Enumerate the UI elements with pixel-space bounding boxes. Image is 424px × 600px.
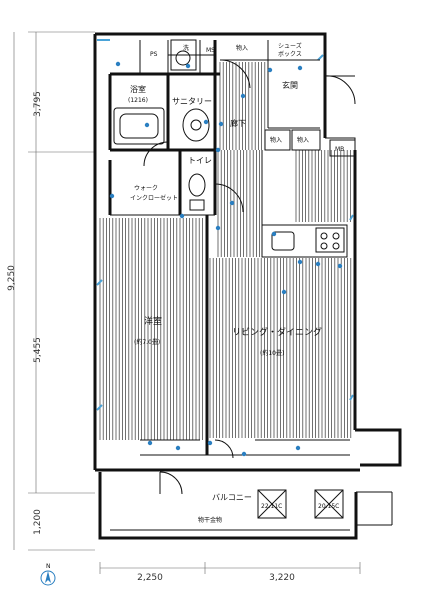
windows: [96, 39, 354, 411]
washing-machine: [170, 39, 197, 71]
fixture-dot: [203, 119, 209, 125]
room-living-size: (約10畳): [260, 349, 284, 357]
bottom-dimensions: 2,250 3,220: [99, 562, 361, 583]
room-balcony: バルコニー: [212, 493, 252, 502]
room-storage-hall-1: 物入: [270, 136, 282, 144]
room-shoes-box-1: シューズ: [278, 42, 302, 50]
outer-walls: MB: [93, 32, 402, 472]
fixture-dot: [115, 61, 121, 67]
compass-n: N: [46, 563, 51, 570]
dim-5455: 5,455: [33, 337, 43, 363]
bedroom-floor: [99, 218, 203, 440]
doors: [143, 59, 356, 495]
fixture-dot: [218, 121, 224, 127]
balcony: [98, 472, 393, 540]
fixture-dot: [175, 445, 181, 451]
kitchen-sink: [271, 227, 345, 253]
room-ms: MS: [206, 47, 215, 54]
room-shoes-box-2: ボックス: [278, 50, 302, 58]
entrance-floor: [295, 150, 351, 222]
fixture-dot: [147, 440, 153, 446]
room-bath-size: (1216): [128, 97, 148, 104]
room-entrance: 玄関: [282, 80, 298, 90]
room-living: リビング・ダイニング: [232, 326, 322, 338]
dim-2250: 2,250: [137, 573, 163, 583]
room-outdoor-unit: 物干金物: [198, 516, 222, 524]
fixture-dot: [267, 67, 273, 73]
room-walk-in-2: インクローゼット: [130, 194, 178, 202]
fixture-dot: [297, 259, 303, 265]
fixture-dot: [281, 289, 287, 295]
room-sen: 洗: [183, 44, 189, 52]
fixture-dot: [185, 63, 191, 69]
dim-3220: 3,220: [269, 573, 295, 583]
dim-1200: 1,200: [33, 509, 43, 535]
dim-9250: 9,250: [7, 265, 17, 291]
room-ps: PS: [150, 51, 158, 58]
fixture-dot: [229, 200, 235, 206]
room-storage-top: 物入: [236, 44, 248, 52]
fixture-dot: [109, 193, 115, 199]
fixture-dot: [207, 440, 213, 446]
room-storage-hall-2: 物入: [297, 136, 309, 144]
fixture-dot: [240, 93, 246, 99]
room-sanitary: サニタリー: [172, 97, 212, 106]
room-mb: MB: [335, 146, 344, 153]
fixtures: [109, 61, 343, 457]
room-bedroom: 洋室: [144, 315, 162, 327]
fixture-dot: [241, 451, 247, 457]
room-toilet: トイレ: [188, 156, 212, 165]
hall-floor: [219, 62, 266, 150]
fixture-dot: [215, 147, 221, 153]
room-bath: 浴室: [130, 84, 146, 94]
room-bedroom-size: (約7.0畳): [134, 338, 160, 346]
interior-walls: [108, 40, 350, 456]
bathtub: [113, 107, 165, 145]
fixture-dot: [297, 65, 303, 71]
left-dimensions: 3,795 9,250 5,455 1,200: [7, 31, 95, 551]
toilet-bowl: [188, 173, 206, 211]
room-hall: 廊下: [230, 118, 246, 128]
washbasin: [182, 108, 210, 142]
fixture-dot: [271, 231, 277, 237]
fixture-dot: [144, 122, 150, 128]
ac-unit-2: 20.15C: [318, 503, 339, 510]
fixture-dot: [337, 263, 343, 269]
compass-icon: N: [40, 563, 56, 586]
fixture-dot: [179, 213, 185, 219]
fixture-dot: [295, 445, 301, 451]
fixture-dot: [315, 261, 321, 267]
dim-3795: 3,795: [33, 91, 43, 117]
room-walk-in-1: ウォーク: [134, 184, 158, 192]
fixture-dot: [215, 225, 221, 231]
ac-unit-1: 22.11C: [261, 503, 282, 510]
living-floor: [209, 150, 352, 438]
